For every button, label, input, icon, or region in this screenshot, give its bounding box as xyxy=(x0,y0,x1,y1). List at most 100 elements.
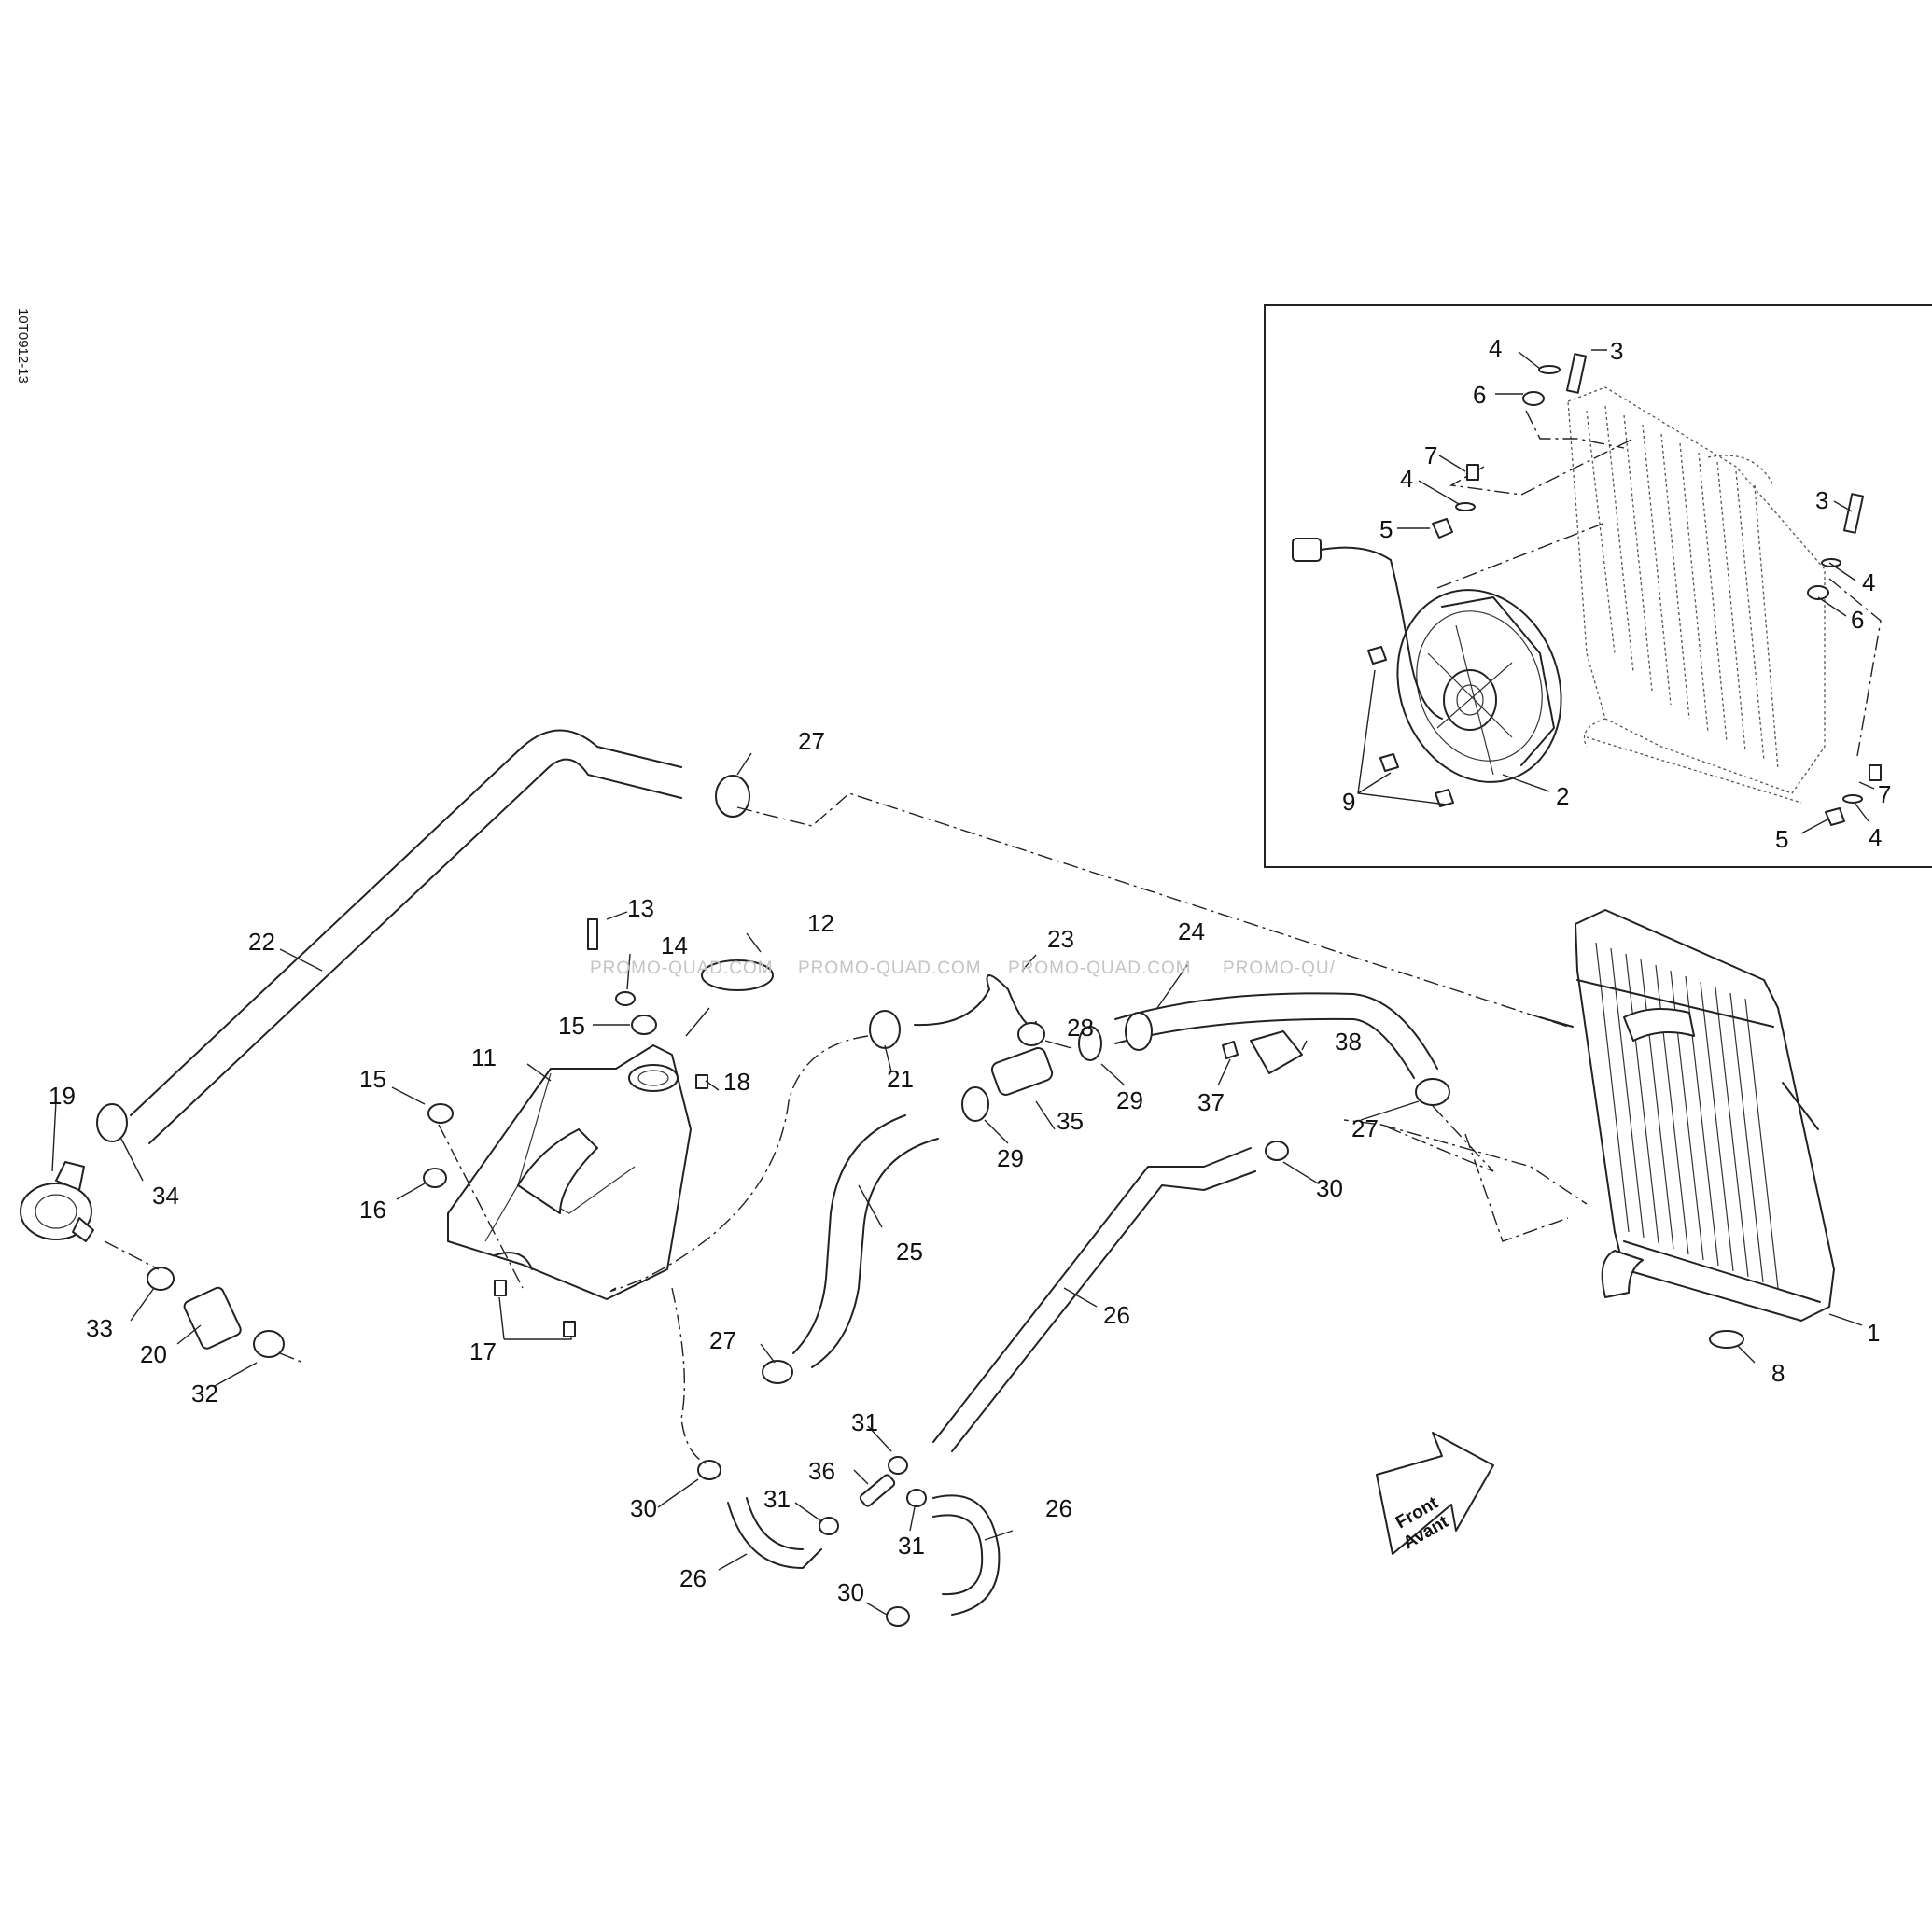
callout-24: 24 xyxy=(1178,917,1205,945)
clamp-32 xyxy=(253,1330,285,1358)
callout-26: 26 xyxy=(1103,1301,1130,1329)
fastener-37 xyxy=(1222,1041,1239,1059)
callout-17: 17 xyxy=(469,1337,497,1365)
fitting-35 xyxy=(990,1047,1054,1096)
clamp-30-left xyxy=(697,1460,721,1480)
watermark-2: PROMO-QUAD.COM xyxy=(798,959,982,978)
callout-27: 27 xyxy=(798,727,825,755)
callout-1: 1 xyxy=(1867,1319,1880,1347)
callout-21: 21 xyxy=(887,1065,914,1093)
grommet-16 xyxy=(423,1168,447,1188)
spacer-17-b xyxy=(563,1321,576,1337)
inset-radiator xyxy=(1567,386,1826,804)
callout-4: 4 xyxy=(1869,823,1882,851)
bracket-38 xyxy=(1250,1030,1303,1074)
sleeve-20 xyxy=(183,1286,242,1350)
washer-14 xyxy=(615,991,636,1006)
clamp-31-c xyxy=(906,1489,927,1507)
callout-19: 19 xyxy=(49,1082,76,1110)
clamp-27-right xyxy=(1415,1078,1450,1106)
watermark-1: PROMO-QUAD.COM xyxy=(590,959,774,978)
callout-25: 25 xyxy=(896,1238,923,1266)
callout-22: 22 xyxy=(248,928,275,956)
callout-36: 36 xyxy=(808,1457,835,1485)
callout-28: 28 xyxy=(1067,1014,1094,1042)
callout-30: 30 xyxy=(630,1494,657,1522)
callout-34: 34 xyxy=(152,1182,179,1210)
callout-35: 35 xyxy=(1057,1107,1084,1135)
callout-30: 30 xyxy=(837,1578,864,1606)
fan-assembly xyxy=(1396,589,1562,783)
watermark-4: PROMO-QU/ xyxy=(1223,959,1336,978)
clamp-34 xyxy=(96,1103,128,1142)
callout-5: 5 xyxy=(1379,515,1393,543)
fan-wire-harness xyxy=(1315,546,1443,720)
callout-27: 27 xyxy=(1351,1114,1379,1142)
callout-33: 33 xyxy=(86,1314,113,1342)
radiator xyxy=(1539,909,1835,1322)
watermark-3: PROMO-QUAD.COM xyxy=(1008,959,1192,978)
inset-fasteners xyxy=(1367,353,1882,826)
callout-31: 31 xyxy=(898,1532,925,1560)
watermark: PROMO-QUAD.COM PROMO-QUAD.COM PROMO-QUAD… xyxy=(590,959,1336,978)
clamp-31-b xyxy=(819,1517,839,1535)
callout-16: 16 xyxy=(359,1196,386,1224)
callout-26: 26 xyxy=(1045,1494,1072,1522)
callout-6: 6 xyxy=(1851,606,1864,634)
callout-4: 4 xyxy=(1489,334,1502,362)
callout-5: 5 xyxy=(1775,825,1788,853)
thermostat-housing xyxy=(20,1161,94,1242)
clamp-30-upper xyxy=(1265,1141,1289,1161)
cap-12 xyxy=(701,959,774,991)
callout-3: 3 xyxy=(1610,337,1623,365)
hose-26-lower-right xyxy=(932,1494,1001,1616)
callout-29: 29 xyxy=(997,1144,1024,1172)
callout-8: 8 xyxy=(1771,1359,1785,1387)
clamp-21 xyxy=(869,1010,901,1049)
callout-13: 13 xyxy=(627,894,654,922)
callout-7: 7 xyxy=(1878,780,1891,808)
callout-6: 6 xyxy=(1473,381,1486,409)
callout-15: 15 xyxy=(558,1012,585,1040)
callout-9: 9 xyxy=(1342,788,1355,816)
drawing-reference: 10T0912-13 xyxy=(15,308,31,384)
grommet-15-top xyxy=(631,1015,657,1035)
fan-connector xyxy=(1292,538,1322,562)
callout-15: 15 xyxy=(359,1065,386,1093)
leader-lines xyxy=(51,752,1863,1616)
callout-18: 18 xyxy=(723,1068,750,1096)
callouts: 4 3 6 7 4 5 3 4 6 2 9 7 5 4 27 22 13 12 … xyxy=(49,334,1891,1606)
inset-detail-box xyxy=(1264,304,1932,868)
connection-lines xyxy=(104,792,1588,1466)
expansion-tank xyxy=(447,1044,692,1300)
callout-3: 3 xyxy=(1815,486,1828,514)
callout-11: 11 xyxy=(471,1043,497,1071)
hose-23-24 xyxy=(914,974,1438,1079)
front-direction-arrow: Front Avant xyxy=(1376,1432,1494,1555)
clamp-31-a xyxy=(888,1456,908,1475)
callout-32: 32 xyxy=(191,1379,218,1407)
clamp-33 xyxy=(147,1267,175,1291)
clamp-27-lower xyxy=(762,1360,793,1384)
spacer-17-a xyxy=(494,1280,507,1296)
callout-26: 26 xyxy=(679,1564,707,1592)
hose-22 xyxy=(130,729,682,1144)
callout-23: 23 xyxy=(1047,925,1074,953)
callout-29: 29 xyxy=(1116,1086,1143,1114)
callout-4: 4 xyxy=(1862,568,1875,596)
cap-28 xyxy=(1017,1022,1045,1046)
clamp-30-bottom xyxy=(886,1606,910,1627)
clamp-27-top xyxy=(715,775,750,818)
callout-38: 38 xyxy=(1335,1028,1362,1056)
clamp-29-lower xyxy=(961,1086,989,1122)
callout-4: 4 xyxy=(1400,465,1413,493)
callout-12: 12 xyxy=(807,909,834,937)
grommet-15-left xyxy=(427,1103,454,1124)
connector-36 xyxy=(859,1474,896,1507)
callout-27: 27 xyxy=(709,1326,736,1354)
hose-26-lower-left xyxy=(727,1502,822,1569)
callout-37: 37 xyxy=(1197,1088,1225,1116)
grommet-8 xyxy=(1709,1330,1744,1349)
hose-26-long xyxy=(932,1147,1256,1452)
